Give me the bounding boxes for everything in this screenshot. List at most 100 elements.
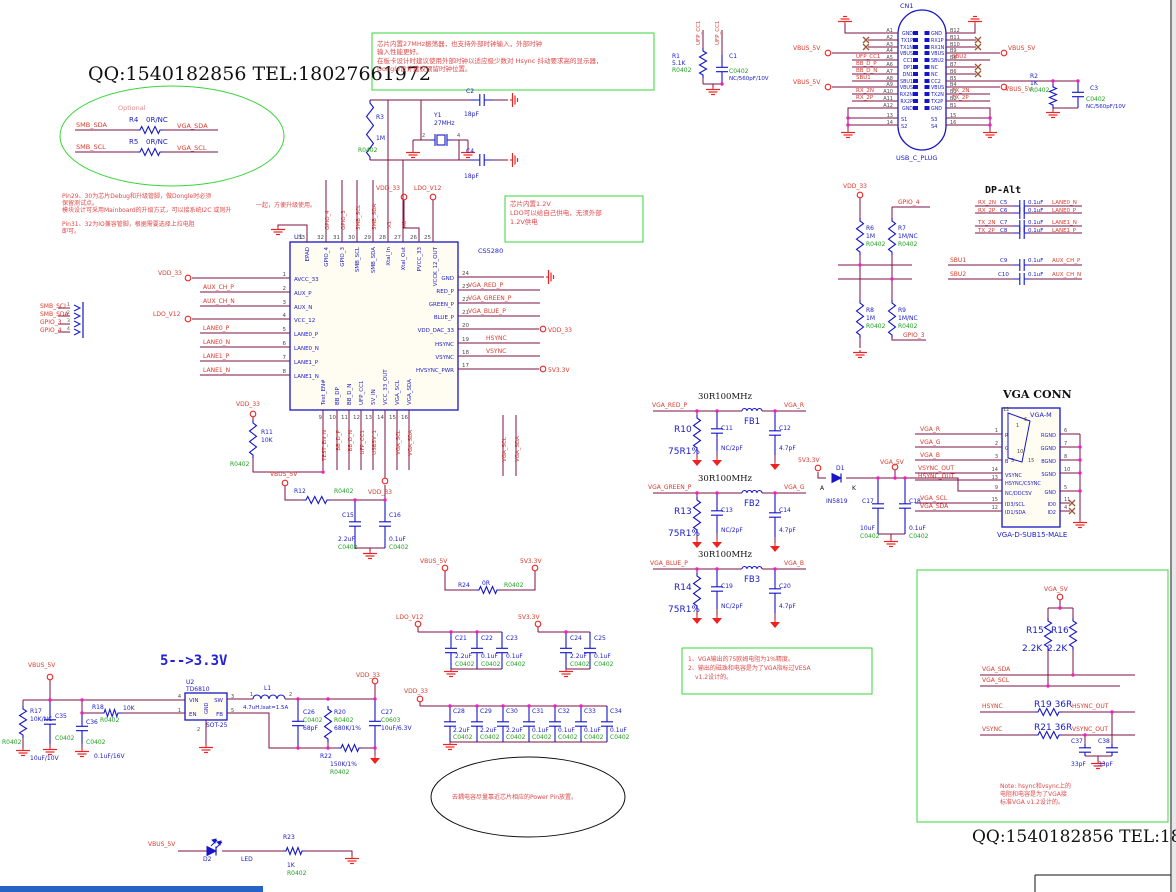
junction-dot	[1078, 471, 1082, 475]
pin-name: S1	[901, 117, 907, 123]
pin-name: RGND	[1041, 433, 1056, 439]
net-label: UFP_CC1	[360, 430, 366, 454]
pin-number: B10	[950, 42, 960, 48]
refdes-label: C24	[570, 635, 582, 642]
refdes-label: 2.2uF	[455, 653, 472, 660]
net-label: VDD_33	[368, 489, 392, 496]
net-label: 5V3.3V	[518, 614, 540, 621]
pin-number: 28	[379, 235, 386, 241]
pin-name: NC	[931, 65, 939, 71]
pin-name: VSYNC	[1005, 473, 1022, 479]
net-label: 5V3.3V	[520, 558, 542, 565]
junction-dot	[1110, 710, 1114, 714]
net-label: VDD_33	[236, 401, 260, 408]
pin-number: B3	[950, 89, 957, 95]
note-text: LDO可以给自己供电，无须外部	[510, 208, 602, 217]
title-text: QQ:1540182856 TEL:180276	[972, 827, 1176, 847]
ground-arrow-symbol	[370, 755, 380, 764]
refdes-label: NC/560pF/10V	[729, 76, 769, 82]
net-label: LDO_V12	[153, 311, 181, 318]
net-label: SMB_SDA	[40, 311, 69, 318]
ground-symbol	[363, 551, 377, 560]
capacitor-symbol-C29	[471, 706, 483, 742]
no-connect-x	[974, 63, 982, 71]
pin-name: R	[1005, 433, 1009, 439]
pin-name: ID2	[1047, 510, 1056, 516]
capacitor-symbol-C35	[44, 700, 56, 744]
power-port	[414, 620, 422, 628]
resistor-symbol-R10	[692, 415, 702, 451]
decoupling-note-ellipse	[430, 756, 626, 838]
pin-number: 2	[289, 692, 292, 698]
refdes-label: NC/2pF	[721, 527, 743, 534]
refdes-label: D1	[836, 465, 845, 472]
resistor-symbol-R7	[887, 218, 897, 255]
refdes-label: R11	[261, 429, 273, 436]
refdes-label: 75R1%	[668, 447, 700, 457]
power-port	[381, 477, 389, 485]
refdes-label: FB1	[744, 417, 760, 427]
pin-number: 18	[462, 350, 469, 356]
footprint-label: R0402	[672, 67, 692, 74]
refdes-label: R14	[674, 583, 692, 593]
vga-note-box	[681, 647, 873, 695]
refdes-label: R24	[458, 582, 470, 589]
net-label: LDO_V12	[396, 614, 424, 621]
capacitor-symbol-C34	[601, 706, 613, 742]
pin-name: GND	[1045, 490, 1057, 496]
refdes-label: 0.1uF	[909, 525, 926, 532]
refdes-label: D2	[203, 856, 212, 863]
refdes-label: R23	[283, 834, 295, 841]
refdes-label: 4.7pF	[779, 603, 796, 610]
net-label: SMB_SDA	[372, 204, 378, 230]
pin-name: TX2P	[930, 99, 943, 105]
pin-name: PVCC_33	[417, 247, 423, 272]
pin-name: GPIO_4	[324, 247, 330, 267]
power-port	[249, 410, 257, 418]
note-text: Pin29、30为芯片Debug和升级管脚，做Dongle时必须	[62, 192, 211, 200]
net-label: RX_2N	[856, 88, 874, 94]
refdes-label: C29	[480, 708, 492, 715]
net-label: UFP_CC1	[856, 54, 880, 60]
power-port	[824, 49, 832, 57]
capacitor-symbol-C13	[711, 493, 723, 533]
title-text: DP-Alt	[985, 185, 1021, 196]
pin-number: 4	[178, 694, 181, 700]
resistor-symbol-R5	[137, 147, 163, 157]
ground-symbol	[841, 130, 855, 139]
led-arrows	[210, 838, 223, 849]
ground-symbol	[75, 749, 89, 758]
pin-number: 3	[283, 300, 287, 306]
note-text: 1.2V供电	[510, 217, 538, 226]
pin-name: VBUS	[900, 85, 913, 91]
capacitor-symbol-C4	[470, 154, 494, 166]
clock-note-box	[371, 32, 655, 91]
net-label: VSYNC	[982, 726, 1002, 733]
net-label: HSYNC_OUT	[918, 473, 955, 480]
footprint-label: R0402	[287, 870, 307, 877]
pin-number: B6	[950, 69, 957, 75]
power-port	[400, 193, 408, 201]
ground-arrow-symbol	[770, 619, 780, 628]
inductor-symbol-L1	[252, 694, 286, 700]
refdes-label: 33pF	[1098, 761, 1113, 768]
net-label: LDO_V12	[414, 185, 442, 192]
pin-number: A11	[883, 96, 893, 102]
junction-dot	[1076, 79, 1080, 83]
refdes-label: C19	[721, 583, 733, 590]
pin-number: 1	[1016, 423, 1019, 429]
capacitor-symbol-C36	[76, 713, 88, 744]
refdes-label: C18	[909, 498, 921, 505]
footprint-label: C0402	[1086, 96, 1106, 103]
header-pin-arrow	[73, 328, 82, 336]
footprint-label: R0402	[100, 717, 120, 724]
note-text: 电阻和电容是为了VGA接	[1000, 790, 1067, 798]
pin-number: 14	[992, 467, 998, 473]
pin-number: 33	[298, 235, 305, 241]
note-text: 芯片内置1.2V	[510, 199, 551, 208]
pin-name: B	[1005, 459, 1009, 465]
net-label: SBU2	[952, 54, 967, 60]
header-pin-arrow	[73, 320, 82, 328]
resistor-symbol-R23	[283, 845, 305, 857]
net-label: LANE1_N	[1052, 220, 1077, 226]
